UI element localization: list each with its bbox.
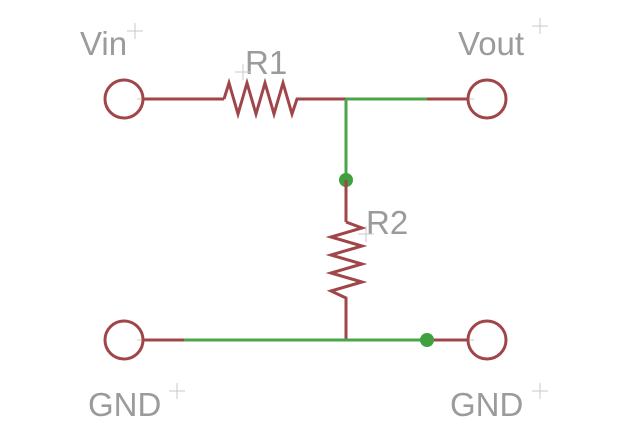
- label-vout: Vout: [458, 25, 524, 62]
- pin-vout[interactable]: [466, 78, 508, 120]
- resistor-r2[interactable]: [325, 220, 368, 340]
- label-gnd-left: GND: [88, 386, 161, 423]
- pin-gnd-right-circle[interactable]: [466, 319, 508, 361]
- pin-gnd-right[interactable]: [466, 319, 508, 361]
- label-vin-origin-cross: [127, 23, 143, 39]
- label-vout-origin-cross: [532, 18, 548, 34]
- resistor-r1-zigzag[interactable]: [222, 77, 306, 120]
- label-gnd-right: GND: [450, 386, 523, 423]
- label-vin: Vin: [80, 25, 127, 62]
- label-r2-origin-cross: [358, 226, 374, 242]
- label-r2: R2: [366, 204, 408, 241]
- resistor-r1[interactable]: [222, 77, 306, 120]
- pin-gnd-left[interactable]: [103, 319, 145, 361]
- label-gnd-left-origin-cross: [169, 383, 185, 399]
- label-gnd-right-origin-cross: [532, 383, 548, 399]
- pin-vin[interactable]: [103, 78, 224, 120]
- junction-dot-gnd: [420, 333, 434, 347]
- pin-gnd-left-circle[interactable]: [103, 319, 145, 361]
- label-r1-origin-cross: [235, 64, 251, 80]
- resistor-r2-zigzag[interactable]: [325, 220, 368, 340]
- pin-vout-circle[interactable]: [466, 78, 508, 120]
- label-r1: R1: [245, 44, 287, 81]
